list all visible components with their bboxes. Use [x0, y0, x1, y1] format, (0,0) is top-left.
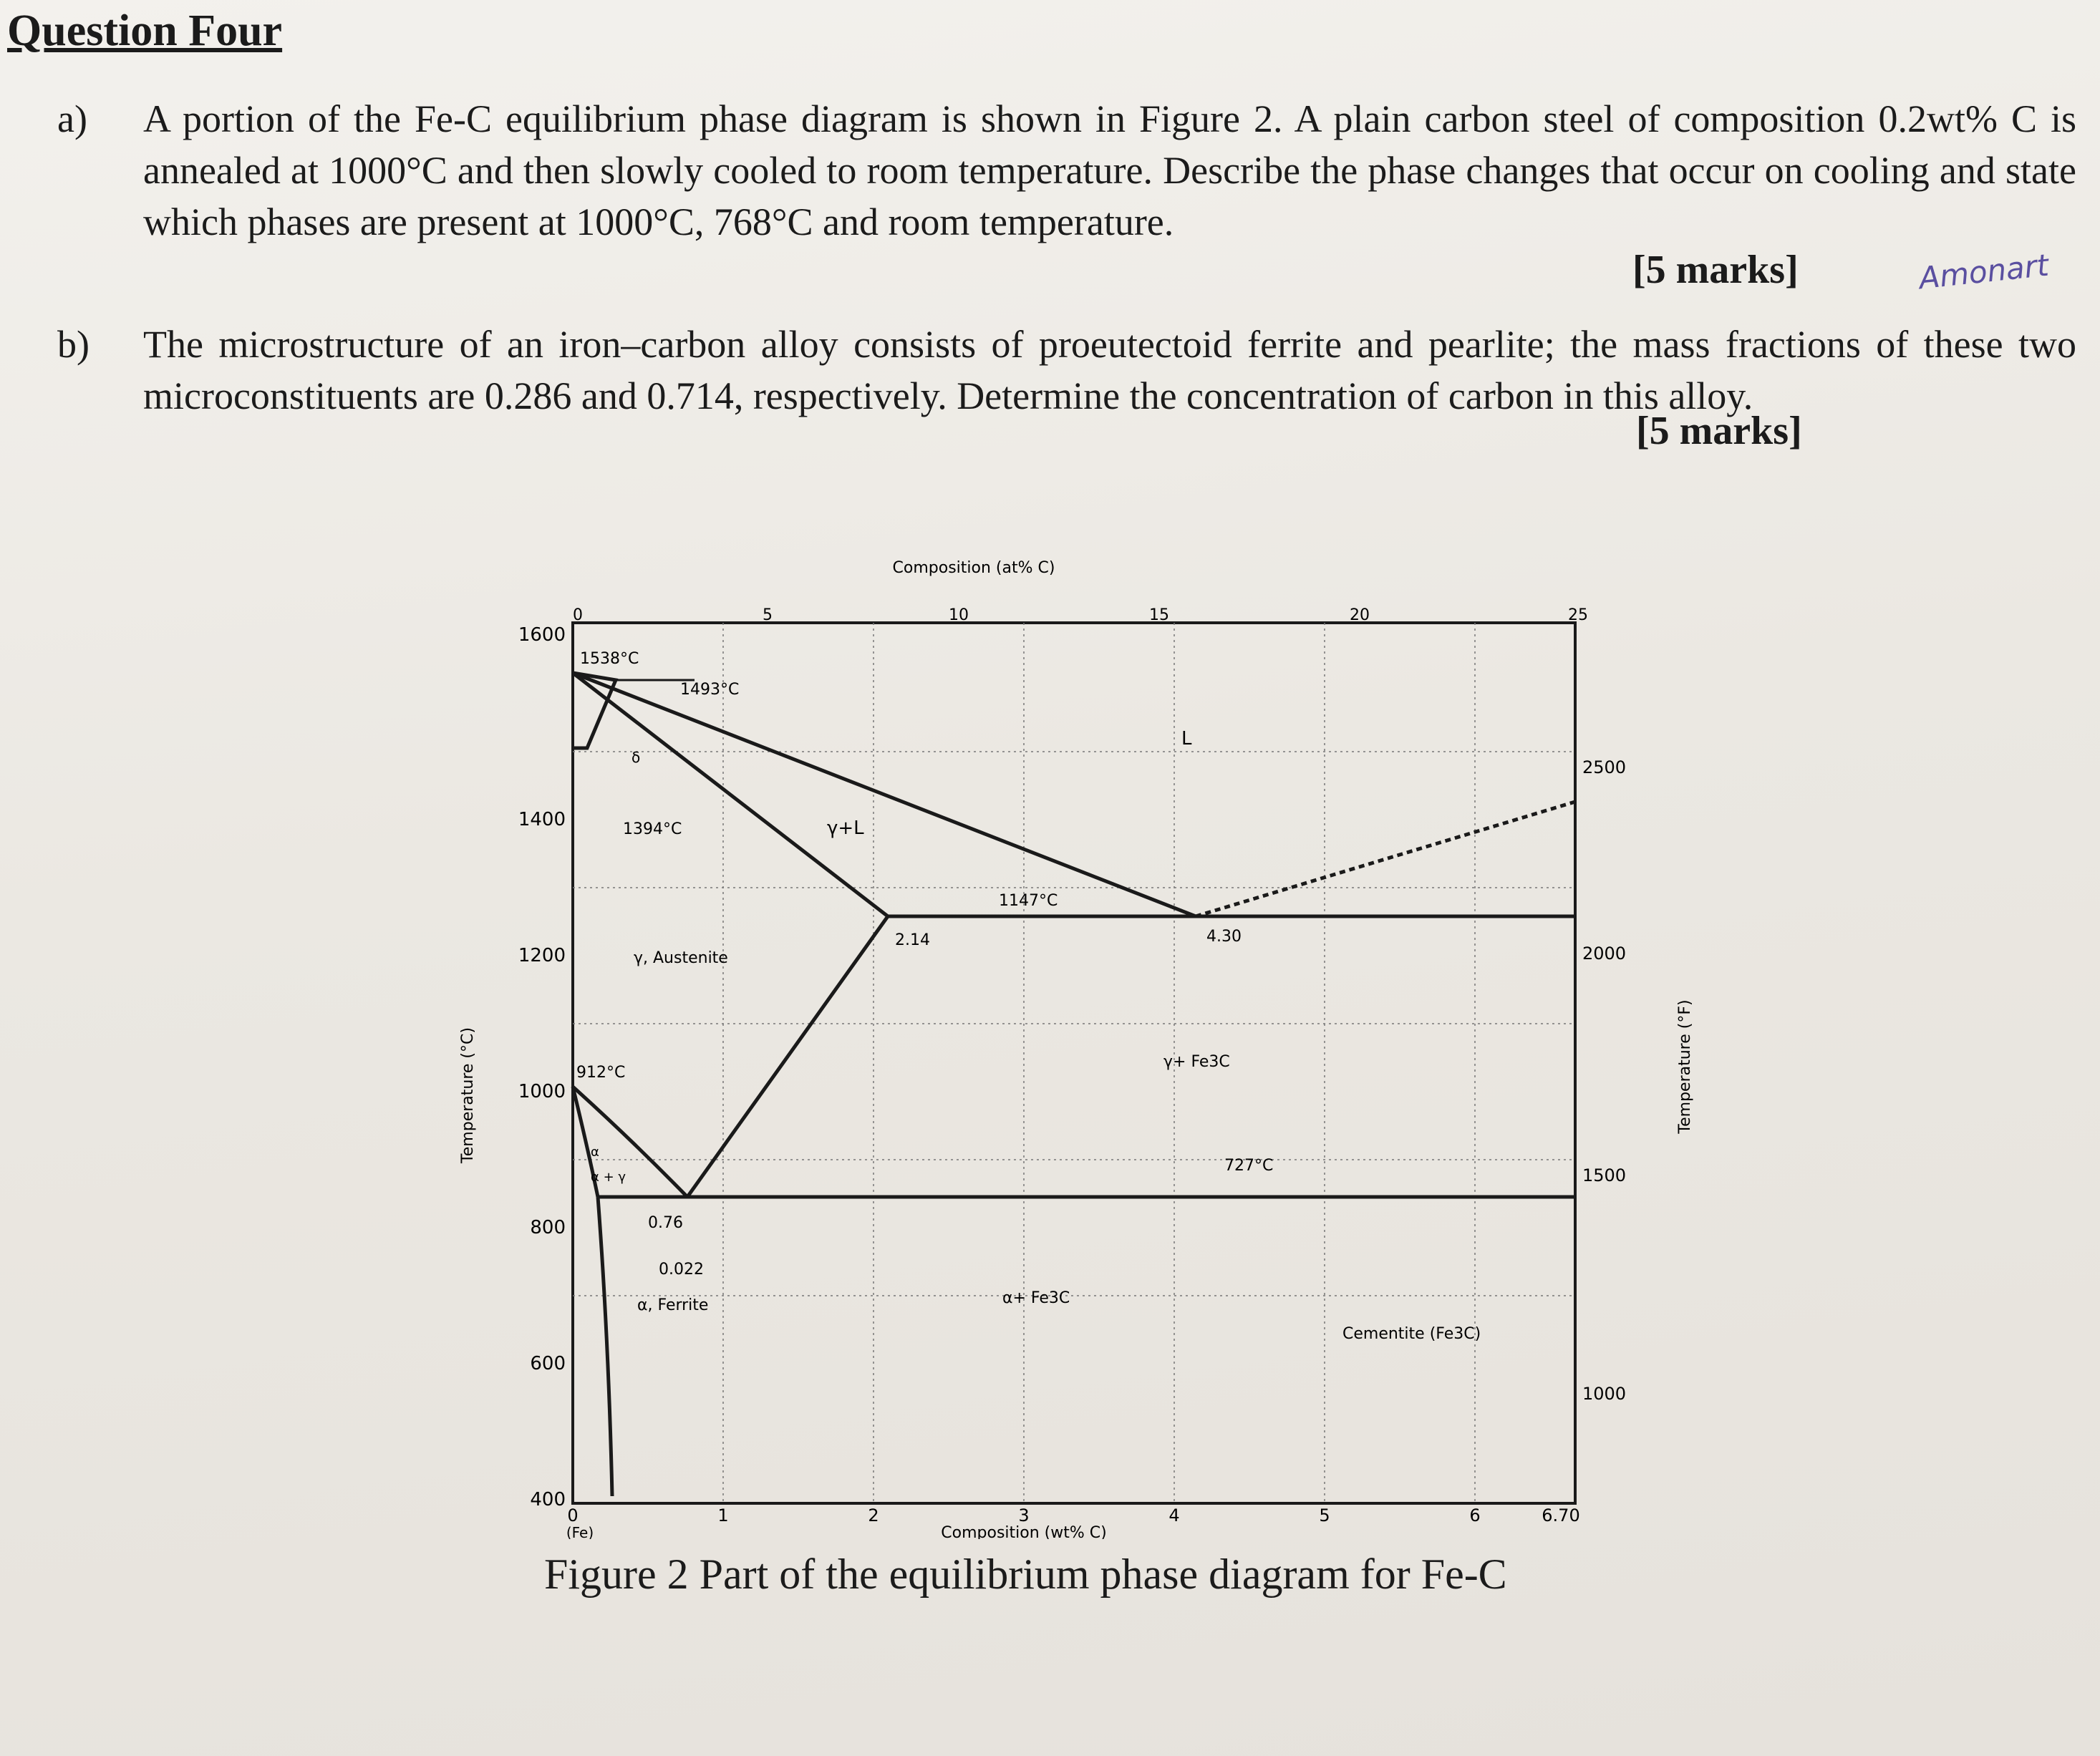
- top-tick-5: 5: [763, 606, 773, 624]
- top-tick-20: 20: [1350, 606, 1370, 624]
- label-gamma-l: γ+L: [827, 818, 864, 839]
- grid-lines: [573, 623, 1575, 1503]
- y-tick-1200: 1200: [518, 945, 566, 966]
- top-axis-label: Composition (at% C): [893, 559, 1055, 577]
- x-tick-0: 0: [567, 1505, 578, 1525]
- x-tick-2: 2: [868, 1505, 879, 1525]
- right-tick-2000: 2000: [1582, 944, 1626, 964]
- label-2-14: 2.14: [895, 931, 930, 949]
- x-tick-1: 1: [717, 1505, 728, 1525]
- liquidus-gamma-line: [572, 671, 1196, 918]
- label-austenite: γ, Austenite: [634, 949, 728, 967]
- liquidus-cementite-line: [1195, 800, 1576, 918]
- y-tick-800: 800: [530, 1217, 566, 1238]
- x-tick-3: 3: [1018, 1505, 1029, 1525]
- question-b-marks: [5 marks]: [1636, 409, 1802, 453]
- right-tick-1500: 1500: [1582, 1165, 1626, 1185]
- question-a: a) A portion of the Fe-C equilibrium pha…: [57, 93, 2084, 329]
- plot-frame: [571, 621, 1577, 1505]
- y-tick-600: 600: [530, 1353, 566, 1374]
- question-b: b) The microstructure of an iron–carbon …: [57, 319, 2084, 483]
- question-a-label: a): [57, 97, 87, 140]
- question-title: Question Four: [7, 6, 283, 55]
- a3-line: [571, 1085, 689, 1198]
- label-912: 912°C: [576, 1064, 625, 1082]
- phase-boundaries: [571, 671, 1576, 1497]
- label-alpha: α: [591, 1145, 599, 1160]
- figure-caption: Figure 2 Part of the equilibrium phase d…: [544, 1551, 1507, 1598]
- x-tick-6: 6: [1469, 1505, 1480, 1525]
- label-1538: 1538°C: [580, 650, 639, 668]
- label-delta: δ: [632, 749, 640, 766]
- label-1394: 1394°C: [623, 820, 682, 838]
- solidus-line: [571, 671, 889, 918]
- x-axis-label: Composition (wt% C): [941, 1524, 1106, 1539]
- question-a-marks: [5 marks]: [1632, 248, 1799, 292]
- question-b-text: The microstructure of an iron–carbon all…: [143, 323, 2076, 417]
- y-tick-400: 400: [530, 1489, 566, 1510]
- label-ferrite: α, Ferrite: [637, 1296, 708, 1314]
- label-gamma-fe3c: γ+ Fe3C: [1163, 1053, 1230, 1071]
- right-tick-2500: 2500: [1582, 757, 1626, 777]
- y-tick-1000: 1000: [518, 1081, 566, 1102]
- label-liquid: L: [1181, 728, 1192, 750]
- alpha-gamma-line: [571, 1086, 600, 1198]
- ferrite-solvus-line: [596, 1196, 614, 1497]
- y-axis-label-right: Temperature (°F): [1676, 999, 1694, 1134]
- label-alpha-fe3c: α+ Fe3C: [1002, 1289, 1070, 1307]
- label-4-30: 4.30: [1206, 928, 1242, 946]
- label-0-76: 0.76: [648, 1214, 683, 1232]
- y-tick-1400: 1400: [518, 809, 566, 830]
- label-1147: 1147°C: [999, 892, 1058, 910]
- fe-label: (Fe): [566, 1524, 594, 1539]
- label-1493: 1493°C: [680, 681, 739, 699]
- top-tick-10: 10: [949, 606, 969, 624]
- fe-c-phase-diagram: Composition (at% C) 0 5 10 15 20 25: [459, 559, 1694, 1539]
- x-tick-5: 5: [1319, 1505, 1330, 1525]
- question-a-text: A portion of the Fe-C equilibrium phase …: [143, 97, 2076, 243]
- label-cementite: Cementite (Fe3C): [1342, 1325, 1481, 1343]
- y-tick-1600: 1600: [518, 624, 566, 646]
- x-tick-4: 4: [1168, 1505, 1179, 1525]
- label-0-022: 0.022: [659, 1261, 704, 1279]
- x-tick-670: 6.70: [1542, 1505, 1579, 1525]
- region-labels: 1538°C 1493°C 1394°C 1147°C 912°C 727°C …: [576, 650, 1481, 1343]
- delta-region-lines: [572, 671, 619, 750]
- top-tick-0: 0: [573, 606, 583, 624]
- acm-line: [685, 915, 890, 1198]
- question-b-label: b): [57, 323, 89, 366]
- label-alpha-gamma: α + γ: [591, 1170, 626, 1185]
- y-axis-label-left: Temperature (°C): [459, 1027, 477, 1164]
- label-727: 727°C: [1224, 1157, 1273, 1175]
- right-tick-1000: 1000: [1582, 1384, 1626, 1404]
- top-tick-15: 15: [1149, 606, 1169, 624]
- top-tick-25: 25: [1568, 606, 1588, 624]
